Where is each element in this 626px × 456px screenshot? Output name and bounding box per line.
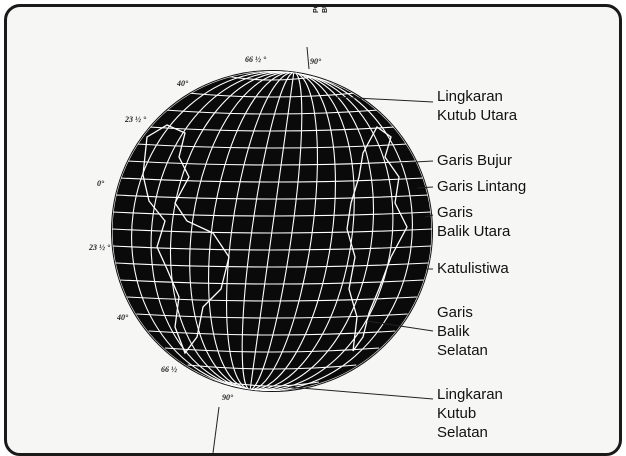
continent-americas	[142, 124, 230, 355]
degree-north-23: 23 ½ °	[125, 115, 147, 124]
parallel-line	[112, 245, 432, 251]
continent-europe-africa	[346, 126, 408, 352]
parallel-line	[148, 126, 396, 132]
parallel-line	[127, 160, 417, 166]
parallel-line	[120, 177, 424, 183]
diagram-frame: POROS BUMI 90° 66 ½ ° 40° 23 ½ ° 0° 23 ½…	[4, 4, 622, 456]
callout-parallel: Garis Lintang	[437, 178, 527, 195]
parallel-line	[187, 92, 357, 98]
parallel-line	[120, 279, 424, 285]
callout-arctic-circle: Lingkaran Kutub Utara	[437, 88, 518, 124]
leader-parallel	[416, 186, 434, 189]
parallel-line	[127, 296, 417, 302]
degree-south-90: 90°	[222, 393, 234, 402]
leader-meridian	[396, 160, 434, 164]
callout-tropic-north: Garis Balik Utara	[437, 204, 511, 240]
callout-antarctic-circle: Lingkaran Kutub Selatan	[437, 386, 503, 441]
leader-antarctic	[288, 386, 434, 400]
callout-meridian: Garis Bujur	[437, 152, 513, 169]
degree-south-66: 66 ½	[161, 365, 177, 374]
poros-bumi-label: POROS BUMI	[313, 4, 329, 13]
degree-north-40: 40°	[177, 79, 189, 88]
callout-tropic-south: Garis Balik Selatan	[437, 304, 488, 359]
leader-tropic-north	[424, 214, 434, 218]
degree-south-40: 40°	[117, 313, 129, 322]
degree-north-66: 66 ½ °	[245, 55, 267, 64]
degree-north-90: 90°	[310, 57, 322, 66]
parallel-line	[165, 109, 379, 115]
earth-axis-bottom	[212, 406, 220, 453]
parallel-line	[136, 313, 408, 319]
degree-south-23: 23 ½ °	[89, 243, 111, 252]
central-meridian	[249, 71, 295, 391]
parallel-line	[112, 211, 432, 217]
globe-diagram	[111, 46, 434, 453]
leader-arctic	[336, 96, 434, 103]
earth-axis-top	[306, 46, 310, 70]
leader-tropic-south	[366, 320, 434, 332]
degree-equator-0: 0°	[97, 179, 105, 188]
parallel-line	[136, 143, 408, 149]
callout-equator: Katulistiwa	[437, 260, 509, 277]
